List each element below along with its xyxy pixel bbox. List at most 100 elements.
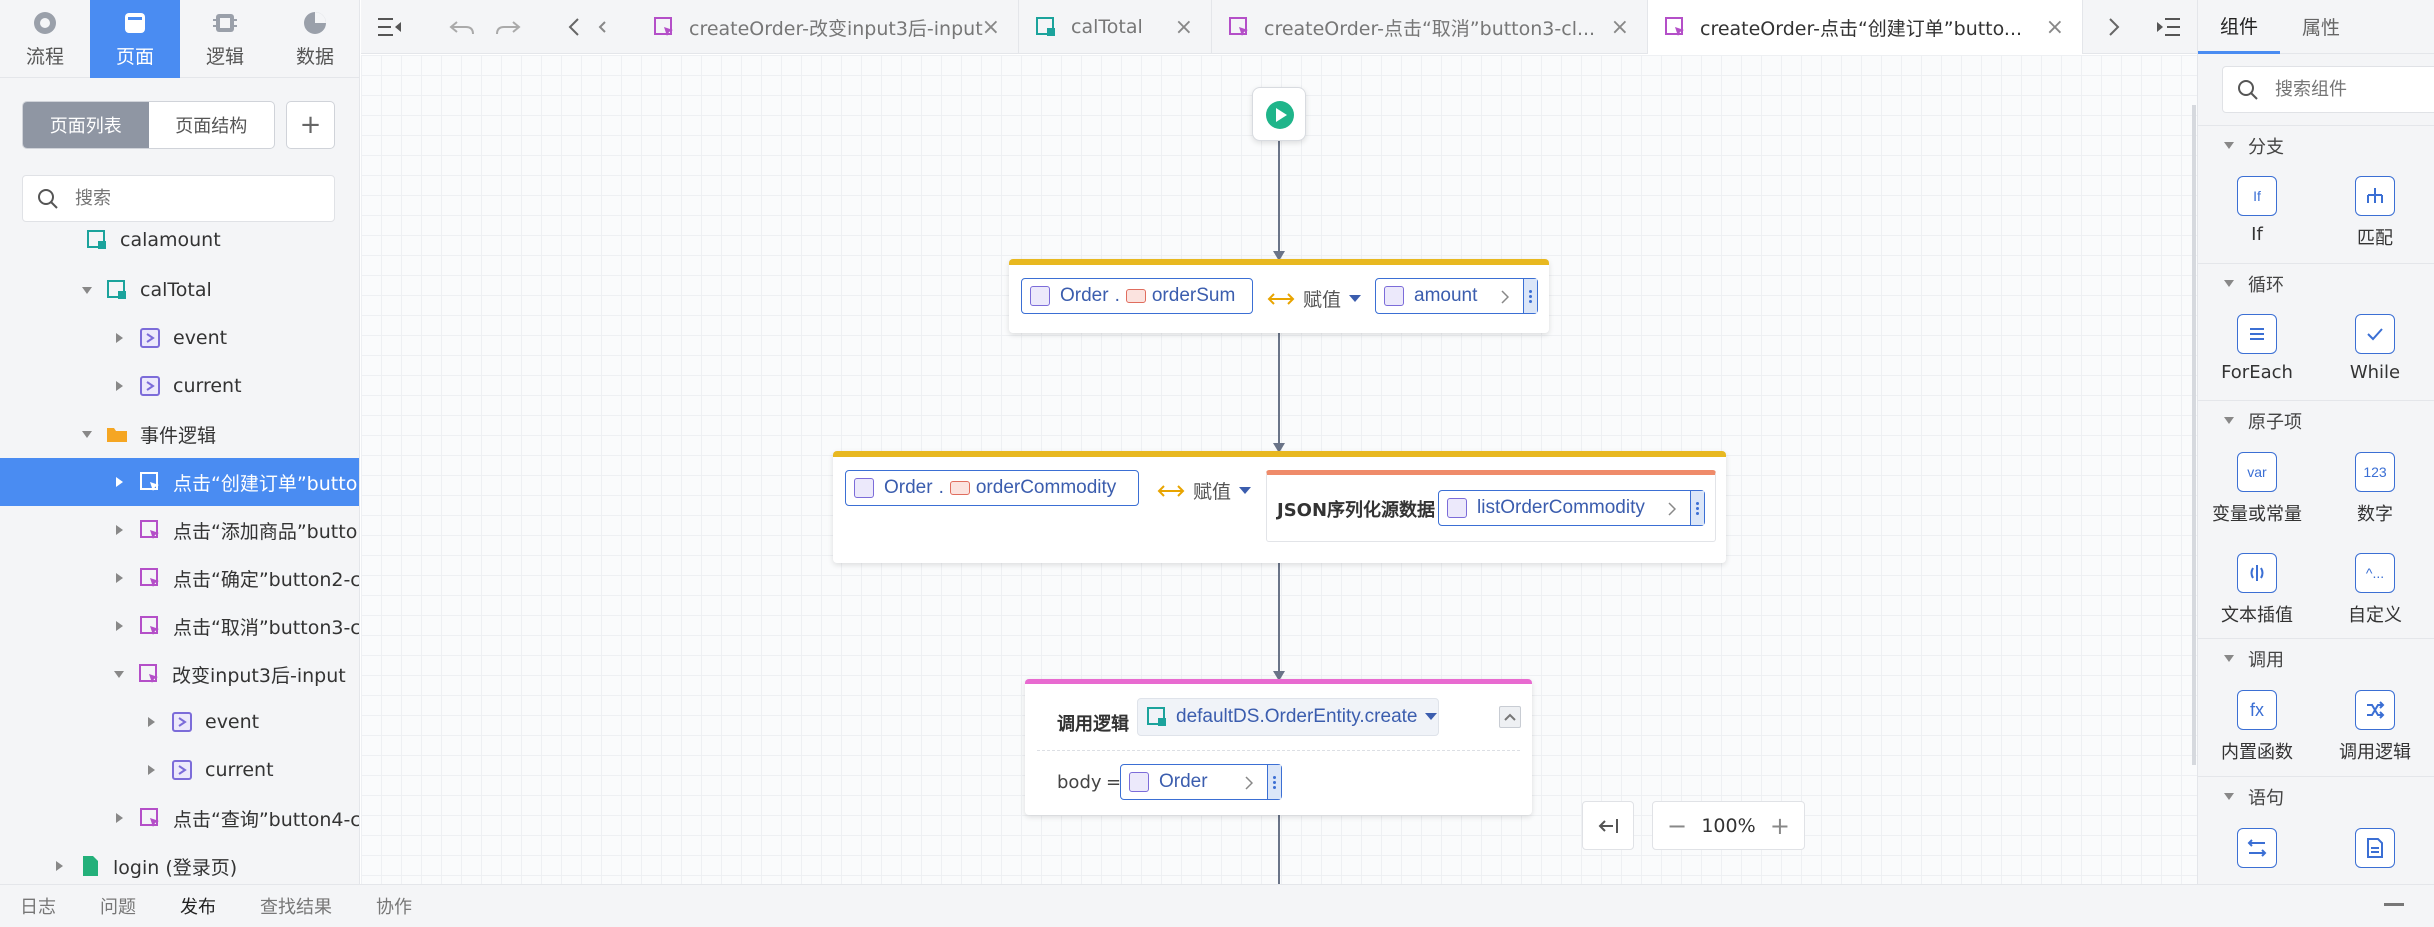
collapse-sidebar-button[interactable] <box>373 10 407 44</box>
tab-input3-change[interactable]: createOrder-改变input3后-input × <box>637 0 1019 54</box>
tree-item-label: 点击“取消”button3-click <box>173 616 360 639</box>
section-loop[interactable]: 循环 <box>2198 263 2434 303</box>
param-value[interactable]: Order <box>1120 764 1282 800</box>
page-search-input[interactable] <box>75 188 315 209</box>
logic-select-dropdown[interactable]: defaultDS.OrderEntity.create <box>1137 698 1439 736</box>
tab-cancel-click[interactable]: createOrder-点击“取消”button3-cl... × <box>1212 0 1648 54</box>
chevron-down-icon[interactable] <box>82 430 92 438</box>
tree-item-create-order-click[interactable]: 点击“创建订单”button1-click <box>0 458 359 506</box>
tab-create-order-click[interactable]: createOrder-点击“创建订单”butto... × <box>1648 0 2083 54</box>
more-options-icon[interactable] <box>1690 491 1704 525</box>
component-while[interactable]: While <box>2316 314 2434 383</box>
chevron-down-icon[interactable] <box>82 286 92 294</box>
nav-page[interactable]: 页面 <box>90 0 180 78</box>
component-variable[interactable]: var 变量或常量 <box>2198 452 2316 526</box>
tree-item-cancel-click[interactable]: 点击“取消”button3-click <box>0 602 360 650</box>
call-logic-node[interactable]: 调用逻辑 defaultDS.OrderEntity.create body =… <box>1025 679 1532 815</box>
section-call[interactable]: 调用 <box>2198 638 2434 678</box>
chevron-right-icon[interactable] <box>148 717 155 727</box>
page-list-tab[interactable]: 页面列表 <box>23 102 149 148</box>
tab-caltotal[interactable]: calTotal × <box>1019 0 1212 54</box>
assign-target-field[interactable]: Order . orderCommodity <box>845 470 1139 506</box>
section-branch[interactable]: 分支 <box>2198 125 2434 165</box>
chevron-right-icon[interactable] <box>116 813 123 823</box>
undo-button[interactable] <box>445 10 479 44</box>
tab-components[interactable]: 组件 <box>2198 0 2281 54</box>
close-icon[interactable]: × <box>981 14 1000 40</box>
flow-connectors <box>1273 105 2196 884</box>
component-comment[interactable] <box>2316 828 2434 868</box>
component-statement[interactable] <box>2198 828 2316 868</box>
component-text-interp[interactable]: 文本插值 <box>2198 553 2316 627</box>
tree-item-input3-change[interactable]: 改变input3后-input <box>0 650 359 698</box>
tab-next-button[interactable] <box>2097 10 2131 44</box>
nav-logic[interactable]: 逻辑 <box>180 0 270 78</box>
tab-scroll-left-button[interactable] <box>557 10 591 44</box>
section-statement[interactable]: 语句 <box>2198 776 2434 816</box>
assign-target-field[interactable]: Order . orderSum <box>1021 278 1253 314</box>
tab-problems[interactable]: 问题 <box>100 897 136 918</box>
tree-item-query-click[interactable]: 点击“查询”button4-click <box>0 794 359 842</box>
tree-item-caltotal[interactable]: calTotal <box>0 266 359 314</box>
json-serialize-block[interactable]: JSON序列化源数据 listOrderCommodity <box>1266 470 1716 542</box>
nav-flow[interactable]: 流程 <box>0 0 90 78</box>
tab-prev-button[interactable] <box>585 10 619 44</box>
component-foreach[interactable]: ForEach <box>2198 314 2316 383</box>
chevron-right-icon[interactable] <box>116 381 123 391</box>
tab-publish[interactable]: 发布 <box>180 897 216 918</box>
assign-operator-dropdown[interactable]: 赋值 <box>1157 477 1252 504</box>
add-page-button[interactable]: + <box>286 101 335 149</box>
assign-node-ordercommodity[interactable]: Order . orderCommodity 赋值 JSON序列化源数据 lis… <box>833 451 1726 563</box>
tab-find-results[interactable]: 查找结果 <box>260 897 332 918</box>
zoom-out-button[interactable]: − <box>1667 811 1688 840</box>
chevron-right-icon[interactable] <box>116 333 123 343</box>
component-builtin-function[interactable]: fx 内置函数 <box>2198 690 2316 764</box>
component-search-input[interactable] <box>2275 79 2434 100</box>
close-icon[interactable]: × <box>1174 14 1193 40</box>
collapse-node-button[interactable] <box>1499 706 1521 728</box>
more-options-icon[interactable] <box>1523 279 1537 313</box>
tree-item-event-logic[interactable]: 事件逻辑 <box>0 410 359 458</box>
more-options-icon[interactable] <box>1267 765 1281 799</box>
component-match[interactable]: 匹配 <box>2316 176 2434 250</box>
tree-item-login-page[interactable]: login (登录页) <box>0 842 359 884</box>
logic-canvas[interactable]: Order . orderSum 赋值 amount Order . order… <box>361 55 2197 884</box>
close-icon[interactable]: × <box>1610 14 1629 40</box>
page-structure-tab[interactable]: 页面结构 <box>175 116 248 137</box>
chevron-down-icon[interactable] <box>114 670 124 678</box>
tree-item-event[interactable]: event <box>0 314 359 362</box>
json-source-value[interactable]: listOrderCommodity <box>1438 490 1705 526</box>
tree-item-current[interactable]: current <box>0 362 359 410</box>
tree-item-input3-event[interactable]: event <box>0 698 359 746</box>
tab-log[interactable]: 日志 <box>20 897 56 918</box>
start-node[interactable] <box>1252 87 1306 141</box>
chevron-right-icon[interactable] <box>56 861 63 871</box>
minimize-panel-icon[interactable] <box>2384 903 2404 906</box>
section-atom[interactable]: 原子项 <box>2198 400 2434 440</box>
tab-collaboration[interactable]: 协作 <box>376 897 412 918</box>
chevron-right-icon[interactable] <box>116 621 123 631</box>
assign-operator-dropdown[interactable]: 赋值 <box>1267 285 1362 312</box>
nav-data[interactable]: 数据 <box>270 0 360 78</box>
zoom-in-button[interactable]: + <box>1769 811 1790 840</box>
chevron-right-icon[interactable] <box>116 573 123 583</box>
redo-button[interactable] <box>491 10 525 44</box>
chevron-right-icon[interactable] <box>116 477 123 487</box>
close-icon[interactable]: × <box>2045 14 2064 40</box>
fit-to-screen-button[interactable] <box>1582 801 1634 850</box>
assign-source-value[interactable]: amount <box>1375 278 1538 314</box>
component-if[interactable]: If If <box>2198 176 2316 245</box>
event-logic-icon <box>140 616 159 635</box>
collapse-right-panel-button[interactable] <box>2151 10 2185 44</box>
component-call-logic[interactable]: 调用逻辑 <box>2316 690 2434 764</box>
assign-node-ordersum[interactable]: Order . orderSum 赋值 amount <box>1009 259 1549 333</box>
chevron-right-icon[interactable] <box>148 765 155 775</box>
component-number[interactable]: 123 数字 <box>2316 452 2434 526</box>
tree-item-confirm-click[interactable]: 点击“确定”button2-click <box>0 554 359 602</box>
component-custom[interactable]: ^... 自定义 <box>2316 553 2434 627</box>
tab-properties[interactable]: 属性 <box>2302 17 2341 39</box>
tree-item-calamount[interactable]: calamount <box>0 228 359 252</box>
tree-item-input3-current[interactable]: current <box>0 746 359 794</box>
tree-item-add-goods-click[interactable]: 点击“添加商品”button-click <box>0 506 359 554</box>
chevron-right-icon[interactable] <box>116 525 123 535</box>
